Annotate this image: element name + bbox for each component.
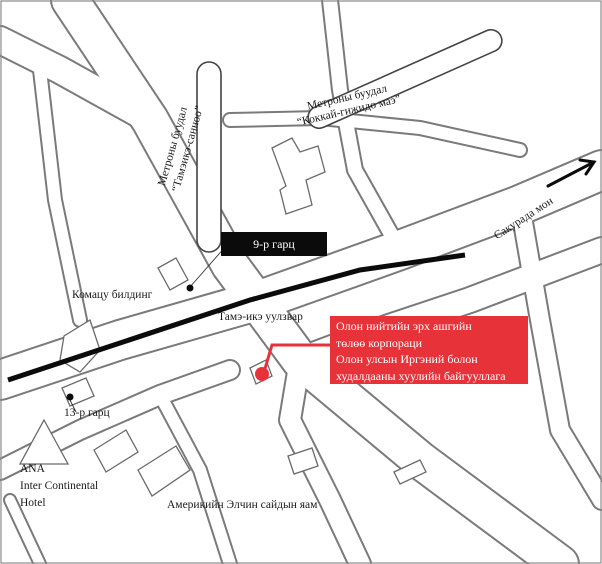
destination-line1: Олон нийтийн эрх ашгийн: [336, 319, 472, 333]
hotel-label-line2: Inter Continental: [20, 480, 99, 492]
exit9-marker: [186, 284, 194, 292]
destination-callout: Олон нийтийн эрх ашгийн төлөө корпораци …: [330, 316, 528, 384]
destination-line2: төлөө корпораци: [336, 335, 423, 350]
subway-stations: [196, 28, 503, 253]
road-far-left: [5, 495, 45, 564]
intersection-label: Тамэ-икэ уулзвар: [218, 311, 303, 323]
destination-pointer-line: [262, 343, 333, 373]
building-triangle-block: [18, 418, 70, 465]
station-kokkai-capsule: [307, 28, 503, 130]
subway-line: [7, 252, 466, 383]
road-west-vertical: [34, 64, 86, 326]
building-hotel-block: [137, 445, 191, 497]
building-lower-right-2: [393, 459, 427, 485]
road-sakurada: [0, 151, 602, 399]
hotel-label-line1: ANA: [20, 463, 45, 475]
building-embassy-block: [93, 429, 139, 473]
leader-lines: [69, 245, 227, 413]
road-lower-diag: [154, 389, 236, 564]
destination-line4: худалдааны хуулийн байгууллага: [336, 368, 506, 383]
building-komatsu: [157, 257, 189, 291]
destination-marker: [255, 367, 269, 381]
exit9-leader: [189, 245, 227, 288]
exit13-leader: [69, 399, 77, 413]
road-north: [323, 0, 407, 257]
exit13-label: 13-р гарц: [64, 407, 110, 419]
hotel-label-line3: Hotel: [20, 497, 46, 509]
building-lower-right-1: [287, 447, 319, 475]
road-kokkai: [224, 112, 526, 156]
destination-line3: Олон улсын Иргэний болон: [336, 352, 478, 366]
embassy-label: Америкийн Элчин сайдын яам: [167, 499, 318, 511]
sakurada-direction-arrow: [546, 158, 597, 188]
road-upper-left: [0, 27, 163, 133]
exit13-marker: [66, 393, 74, 401]
buildings: [18, 137, 427, 497]
road-east-vertical: [511, 196, 602, 509]
station-tameike-capsule: [196, 61, 222, 253]
building-kokkai-block: [271, 137, 326, 215]
exit9-label: 9-р гарц: [221, 232, 327, 256]
komatsu-building-label: Комацу билдинг: [72, 289, 153, 301]
